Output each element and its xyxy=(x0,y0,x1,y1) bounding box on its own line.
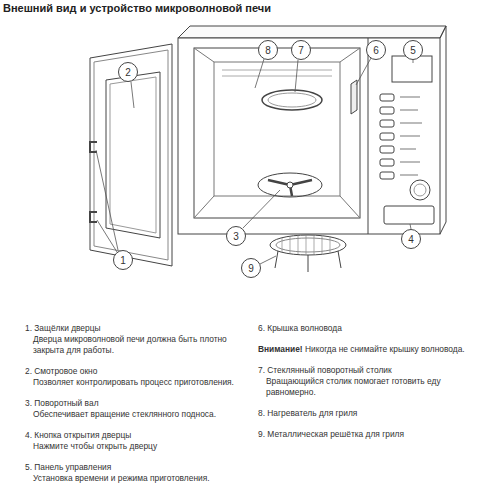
callout-number: 1 xyxy=(120,255,126,266)
callout-circle: 5 xyxy=(403,40,423,60)
door-open-button xyxy=(384,206,434,224)
callout-circle: 7 xyxy=(291,40,311,60)
glass-turntable xyxy=(262,90,322,110)
callout-circle: 2 xyxy=(118,62,138,82)
callout-number: 5 xyxy=(410,45,416,56)
turntable-ring xyxy=(258,173,322,197)
warning-text: Никогда не снимайте крышку волновода. xyxy=(305,344,465,354)
callout-number: 7 xyxy=(298,45,304,56)
callout-number: 6 xyxy=(373,45,379,56)
part-name: 4. Кнопка открытия дверцы xyxy=(25,430,237,441)
panel-buttons xyxy=(380,94,422,179)
warning-word: Внимание! xyxy=(258,344,303,354)
grill-heater xyxy=(222,70,332,76)
oven-body xyxy=(178,38,440,234)
callout-circle: 9 xyxy=(241,258,261,278)
warning-note: Внимание! Никогда не снимайте крышку вол… xyxy=(258,344,470,355)
waveguide-cover xyxy=(351,80,357,114)
callout-number: 8 xyxy=(265,45,271,56)
control-knob xyxy=(410,180,430,200)
part-description: Установка времени и режима приготовления… xyxy=(25,473,237,484)
leader-lines xyxy=(96,58,413,264)
part-description: Позволяет контролировать процесс пригото… xyxy=(25,377,237,388)
door xyxy=(90,44,172,266)
callout-circle: 8 xyxy=(258,40,278,60)
part-name: 7. Стеклянный поворотный столик xyxy=(258,365,470,376)
part-name: 1. Защёлки дверцы xyxy=(25,323,237,334)
callout-circle: 1 xyxy=(113,250,133,270)
part-name: 6. Крышка волновода xyxy=(258,323,470,334)
callout-number: 3 xyxy=(233,231,239,242)
description-column: 6. Крышка волноводаВнимание! Никогда не … xyxy=(258,323,470,440)
part-name: 3. Поворотный вал xyxy=(25,398,237,409)
callout-number: 4 xyxy=(408,234,414,245)
grill-rack xyxy=(270,235,346,272)
callout-circle: 6 xyxy=(366,40,386,60)
part-description: Дверца микроволновой печи должна быть пл… xyxy=(25,334,237,356)
callout-number: 2 xyxy=(125,67,131,78)
part-name: 9. Металлическая решётка для гриля xyxy=(258,429,470,440)
part-description: Нажмите чтобы открыть дверцу xyxy=(25,441,237,452)
viewing-window xyxy=(106,72,160,238)
title: Внешний вид и устройство микроволновой п… xyxy=(3,2,271,14)
part-name: 8. Нагреватель для гриля xyxy=(258,408,470,419)
door-latch xyxy=(90,212,97,222)
part-name: 5. Панель управления xyxy=(25,462,237,473)
cavity xyxy=(194,48,360,218)
description-column: 1. Защёлки дверцыДверца микроволновой пе… xyxy=(25,323,237,484)
part-description: Обеспечивает вращение стеклянного поднос… xyxy=(25,409,237,420)
part-description: Вращающийся столик помогает готовить еду… xyxy=(258,376,470,398)
oven-top xyxy=(178,26,446,38)
callout-circle: 3 xyxy=(226,226,246,246)
callout-number: 9 xyxy=(248,263,254,274)
part-name: 2. Смотровое окно xyxy=(25,366,237,377)
callout-circle: 4 xyxy=(401,229,421,249)
rotating-shaft xyxy=(268,180,312,196)
